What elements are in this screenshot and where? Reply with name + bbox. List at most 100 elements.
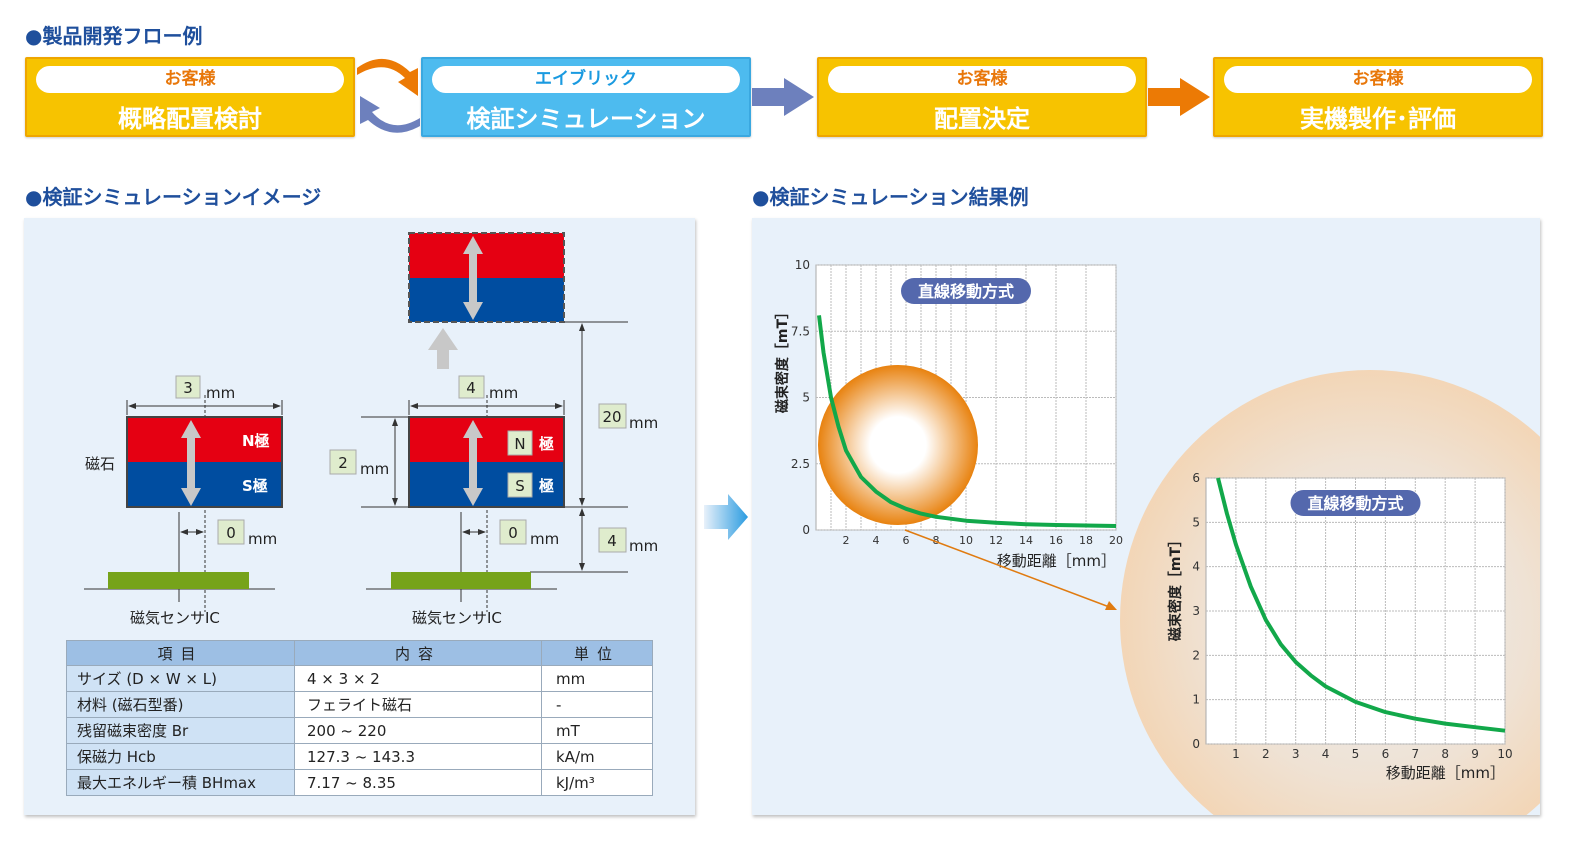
step-task: 概略配置検討 bbox=[118, 105, 262, 133]
arrow-right-icon bbox=[1148, 78, 1210, 116]
y-tick-label: 5 bbox=[802, 391, 810, 405]
x-tick-label: 4 bbox=[1322, 747, 1330, 761]
y-tick-label: 6 bbox=[1192, 471, 1200, 485]
cell: 残留磁束密度 Br bbox=[66, 717, 295, 744]
y-tick-label: 2 bbox=[1192, 648, 1200, 662]
y-axis-label: 磁束密度［mT］ bbox=[774, 305, 791, 413]
x-tick-label: 2 bbox=[843, 534, 850, 547]
n-pole-box: N bbox=[514, 435, 525, 453]
unit-label: mm bbox=[360, 460, 389, 478]
x-axis-label: 移動距離［mm］ bbox=[1386, 764, 1505, 782]
arrow-right-icon bbox=[752, 78, 814, 116]
y-axis-label: 磁束密度［mT］ bbox=[1167, 533, 1184, 641]
y-tick-label: 0 bbox=[1192, 737, 1200, 751]
col-header: 単位 bbox=[541, 640, 653, 666]
x-tick-label: 6 bbox=[903, 534, 910, 547]
y-tick-label: 10 bbox=[795, 258, 810, 272]
y-tick-label: 0 bbox=[802, 523, 810, 537]
leader-line bbox=[904, 529, 1113, 609]
unit-label: mm bbox=[206, 384, 235, 402]
cycle-arrow-forward-icon bbox=[357, 58, 418, 96]
sensor-label: 磁気センサIC bbox=[412, 609, 502, 627]
cell: mm bbox=[541, 665, 653, 692]
cell: 最大エネルギー積 BHmax bbox=[66, 769, 295, 796]
table-row: 材料 (磁石型番)フェライト磁石- bbox=[66, 691, 653, 718]
gap-value: 4 bbox=[607, 532, 617, 550]
travel-value: 20 bbox=[602, 408, 621, 426]
sensor-ic-1 bbox=[108, 572, 249, 589]
unit-label: mm bbox=[248, 530, 277, 548]
step-task: 実機製作･評価 bbox=[1300, 105, 1456, 133]
flow-arrows bbox=[357, 58, 1210, 133]
double-arrow-icon bbox=[463, 420, 483, 506]
image-section-title: ●検証シミュレーションイメージ bbox=[25, 185, 322, 209]
x-tick-label: 4 bbox=[873, 534, 880, 547]
n-pole-label: N極 bbox=[242, 432, 270, 450]
x-axis-label: 移動距離［mm］ bbox=[997, 552, 1116, 570]
x-tick-label: 1 bbox=[1232, 747, 1240, 761]
cell: 7.17 ~ 8.35 bbox=[294, 769, 542, 796]
cell: 127.3 ~ 143.3 bbox=[294, 743, 542, 770]
x-tick-label: 20 bbox=[1109, 534, 1123, 547]
offset-value: 0 bbox=[508, 524, 518, 542]
cell: 材料 (磁石型番) bbox=[66, 691, 295, 718]
flow-title: ●製品開発フロー例 bbox=[25, 24, 203, 48]
x-tick-label: 8 bbox=[1441, 747, 1449, 761]
x-tick-label: 12 bbox=[989, 534, 1003, 547]
pole-label: 極 bbox=[538, 435, 554, 453]
step-actor: エイブリック bbox=[432, 66, 740, 93]
cell: kJ/m³ bbox=[541, 769, 653, 796]
result-section-title: ●検証シミュレーション結果例 bbox=[752, 185, 1029, 209]
step-task: 検証シミュレーション bbox=[466, 105, 706, 133]
chart-title-badge bbox=[901, 278, 1031, 304]
x-tick-label: 8 bbox=[933, 534, 940, 547]
sensor-label: 磁気センサIC bbox=[130, 609, 220, 627]
y-tick-label: 2.5 bbox=[791, 457, 810, 471]
height-value: 2 bbox=[338, 454, 348, 472]
data-series-line bbox=[817, 315, 1117, 528]
flow-step-3: お客様配置決定 bbox=[817, 57, 1147, 137]
unit-label: mm bbox=[629, 537, 658, 555]
cell: - bbox=[541, 691, 653, 718]
unit-label: mm bbox=[530, 530, 559, 548]
s-pole-box: S bbox=[515, 477, 525, 495]
y-tick-label: 1 bbox=[1192, 693, 1200, 707]
y-tick-label: 4 bbox=[1192, 560, 1200, 574]
x-tick-label: 3 bbox=[1292, 747, 1300, 761]
width-value: 3 bbox=[183, 379, 193, 397]
x-tick-label: 18 bbox=[1079, 534, 1093, 547]
magnet-label: 磁石 bbox=[85, 455, 115, 473]
flow-step-4: お客様実機製作･評価 bbox=[1213, 57, 1543, 137]
unit-label: mm bbox=[489, 384, 518, 402]
width-value: 4 bbox=[466, 379, 476, 397]
cell: kA/m bbox=[541, 743, 653, 770]
double-arrow-icon bbox=[463, 236, 483, 320]
s-pole-label: S極 bbox=[242, 477, 268, 495]
step-task: 配置決定 bbox=[934, 105, 1030, 133]
offset-value: 0 bbox=[226, 524, 236, 542]
magnet-2 bbox=[408, 416, 565, 508]
col-header: 内容 bbox=[294, 640, 542, 666]
x-tick-label: 9 bbox=[1471, 747, 1479, 761]
cell: 保磁力 Hcb bbox=[66, 743, 295, 770]
x-tick-label: 6 bbox=[1382, 747, 1390, 761]
cycle-arrow-back-icon bbox=[360, 96, 420, 133]
cell: サイズ (D × W × L) bbox=[66, 665, 295, 692]
step-actor: お客様 bbox=[36, 66, 344, 93]
flow-step-2: エイブリック検証シミュレーション bbox=[421, 57, 751, 137]
x-tick-label: 5 bbox=[1352, 747, 1360, 761]
magnet-moved bbox=[408, 232, 565, 323]
x-tick-label: 14 bbox=[1019, 534, 1033, 547]
x-tick-label: 7 bbox=[1411, 747, 1419, 761]
step-actor: お客様 bbox=[828, 66, 1136, 93]
cell: mT bbox=[541, 717, 653, 744]
sensor-ic-2 bbox=[391, 572, 531, 589]
magnet-1 bbox=[126, 416, 283, 508]
flow-step-1: お客様概略配置検討 bbox=[25, 57, 355, 137]
unit-label: mm bbox=[629, 414, 658, 432]
y-tick-label: 5 bbox=[1192, 515, 1200, 529]
